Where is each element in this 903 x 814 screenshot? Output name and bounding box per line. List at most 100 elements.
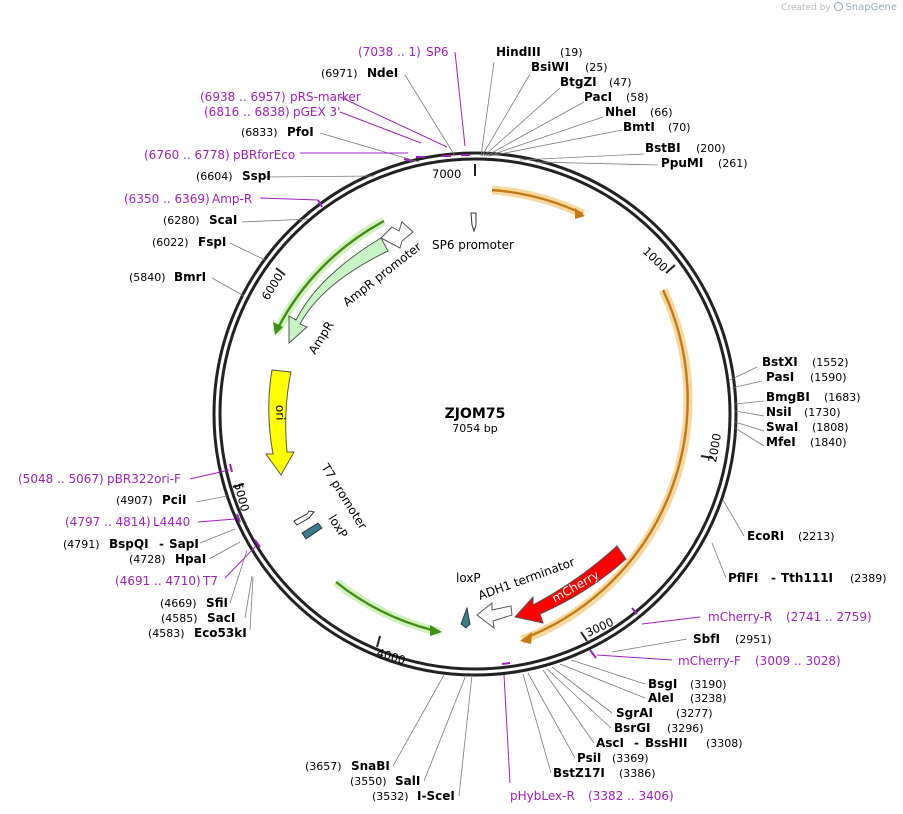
enzyme-bmgbi[interactable]: BmgBI <box>766 390 810 404</box>
snapgene-watermark: Created by SnapGene <box>781 2 897 13</box>
orf-arc-3 <box>276 219 385 329</box>
enzyme-pflfi-dash: - <box>771 571 776 585</box>
primer-l4440[interactable]: L4440 <box>153 515 190 529</box>
enzyme-bstbi[interactable]: BstBI <box>645 141 681 155</box>
primer-l4440-range: (4797 .. 4814) <box>65 515 151 529</box>
enzyme-alei-pos: (3238) <box>690 692 727 705</box>
label-ampr: AmpR <box>306 319 337 357</box>
primer-t7[interactable]: T7 <box>202 574 218 588</box>
enzyme-fspi[interactable]: FspI <box>198 235 226 249</box>
primer-phyblex-r[interactable]: pHybLex-R <box>510 789 575 803</box>
snapgene-logo-icon <box>833 2 843 11</box>
primer-mcherry-f-range: (3009 .. 3028) <box>755 654 841 668</box>
enzyme-sapi[interactable]: SapI <box>169 537 199 551</box>
enzyme-bsrgi-pos: (3296) <box>667 722 704 735</box>
primer-prs-marker-range: (6938 .. 6957) <box>200 90 286 104</box>
enzyme-btgzi-pos: (47) <box>609 76 632 89</box>
enzyme-bstz17i[interactable]: BstZ17I <box>553 766 605 780</box>
primer-sp6[interactable]: SP6 <box>426 45 449 59</box>
primer-pgex3[interactable]: pGEX 3' <box>293 105 340 119</box>
enzyme-sbfi[interactable]: SbfI <box>693 632 720 646</box>
primer-mcherry-r[interactable]: mCherry-R <box>708 610 772 624</box>
primers-left: (7038 .. 1) SP6 (6938 .. 6957) pRS-marke… <box>18 45 449 588</box>
enzyme-pfoi[interactable]: PfoI <box>287 125 314 139</box>
adh1-terminator-arrow <box>476 601 513 630</box>
enzyme-bstbi-pos: (200) <box>696 142 726 155</box>
enzyme-pflfi-pos: (2389) <box>850 572 887 585</box>
enzyme-paci-pos: (58) <box>626 91 649 104</box>
enzyme-hindiii[interactable]: HindIII <box>496 45 541 59</box>
enzyme-asci-dash: - <box>634 736 639 750</box>
enzyme-bsiwi[interactable]: BsiWI <box>531 60 569 74</box>
label-sp6-promoter: SP6 promoter <box>432 238 514 252</box>
enzyme-bmti-pos: (70) <box>668 121 691 134</box>
enzyme-paci[interactable]: PacI <box>584 90 612 104</box>
enzymes-right: HindIII (19) BsiWI (25) BtgZI (47) PacI … <box>496 45 887 780</box>
ampr-promoter-arrow <box>380 221 414 249</box>
enzyme-hpai[interactable]: HpaI <box>175 552 206 566</box>
orf-halo-1 <box>491 185 585 219</box>
primer-prs-marker[interactable]: pRS-marker <box>290 90 361 104</box>
enzyme-i-scei[interactable]: I-SceI <box>417 789 455 803</box>
primer-mcherry-r-range: (2741 .. 2759) <box>786 610 872 624</box>
loxp-arrow-left <box>301 522 323 540</box>
enzyme-nhei[interactable]: NheI <box>605 105 636 119</box>
enzyme-psii[interactable]: PsiI <box>577 751 601 765</box>
enzyme-bmri-pos: (5840) <box>129 271 166 284</box>
enzyme-saci[interactable]: SacI <box>207 611 235 625</box>
enzyme-snabi[interactable]: SnaBI <box>351 759 390 773</box>
primer-amp-r[interactable]: Amp-R <box>212 192 252 206</box>
primer-pbr322ori-f[interactable]: pBR322ori-F <box>107 472 181 486</box>
label-loxp-left: loxP <box>325 512 350 540</box>
enzyme-ecori[interactable]: EcoRI <box>747 529 784 543</box>
enzyme-scai[interactable]: ScaI <box>209 213 237 227</box>
plasmid-length: 7054 bp <box>452 422 497 435</box>
enzyme-asci[interactable]: AscI <box>596 736 624 750</box>
backbone-ticks <box>232 164 714 648</box>
enzyme-nsii[interactable]: NsiI <box>766 405 792 419</box>
enzyme-bsgi[interactable]: BsgI <box>648 677 677 691</box>
enzyme-swai-pos: (1808) <box>812 421 849 434</box>
enzyme-sali[interactable]: SalI <box>395 774 420 788</box>
enzyme-tth111i[interactable]: Tth111I <box>781 571 833 585</box>
enzyme-pcii-pos: (4907) <box>116 494 153 507</box>
primer-pgex3-range: (6816 .. 6838) <box>204 105 290 119</box>
enzyme-sgrai[interactable]: SgrAI <box>616 706 653 720</box>
sp6-promoter-arrow <box>470 212 477 233</box>
primer-amp-r-range: (6350 .. 6369) <box>124 192 210 206</box>
primer-pbrforeco[interactable]: pBRforEco <box>233 148 295 162</box>
tick-7000: 7000 <box>432 167 461 181</box>
backbone-outer <box>212 151 738 677</box>
enzyme-sspi[interactable]: SspI <box>242 169 271 183</box>
enzyme-bspqi[interactable]: BspQI <box>109 537 149 551</box>
enzyme-bsgi-pos: (3190) <box>690 678 727 691</box>
enzyme-hpai-pos: (4728) <box>129 553 166 566</box>
enzyme-bstxi[interactable]: BstXI <box>762 355 798 369</box>
enzyme-bsrgi[interactable]: BsrGI <box>614 721 651 735</box>
enzyme-sgrai-pos: (3277) <box>676 707 713 720</box>
enzyme-alei[interactable]: AleI <box>648 691 674 705</box>
enzyme-sfii-pos: (4669) <box>160 597 197 610</box>
tick-2000: 2000 <box>705 432 724 463</box>
ori-arrow <box>265 369 295 476</box>
enzyme-ndei[interactable]: NdeI <box>367 66 398 80</box>
enzyme-btgzi[interactable]: BtgZI <box>560 75 597 89</box>
enzyme-ppumi[interactable]: PpuMI <box>661 156 703 170</box>
enzyme-bmri[interactable]: BmrI <box>174 270 206 284</box>
enzyme-pasi[interactable]: PasI <box>766 370 794 384</box>
enzyme-ecori-pos: (2213) <box>798 530 835 543</box>
enzyme-swai[interactable]: SwaI <box>766 420 798 434</box>
enzyme-eco53ki-pos: (4583) <box>148 627 185 640</box>
enzyme-eco53ki[interactable]: Eco53kI <box>194 626 247 640</box>
enzyme-pcii[interactable]: PciI <box>162 493 187 507</box>
orf-arc-3-head <box>273 322 283 335</box>
enzyme-ppumi-pos: (261) <box>718 157 748 170</box>
enzyme-pflfi[interactable]: PflFI <box>728 571 758 585</box>
enzyme-bsshii[interactable]: BssHII <box>645 736 687 750</box>
enzyme-asci-pos: (3308) <box>706 737 743 750</box>
enzyme-sfii[interactable]: SfiI <box>206 596 228 610</box>
enzyme-saci-pos: (4585) <box>161 612 198 625</box>
enzyme-mfei[interactable]: MfeI <box>766 435 796 449</box>
enzyme-bmti[interactable]: BmtI <box>623 120 655 134</box>
primer-mcherry-f[interactable]: mCherry-F <box>678 654 741 668</box>
